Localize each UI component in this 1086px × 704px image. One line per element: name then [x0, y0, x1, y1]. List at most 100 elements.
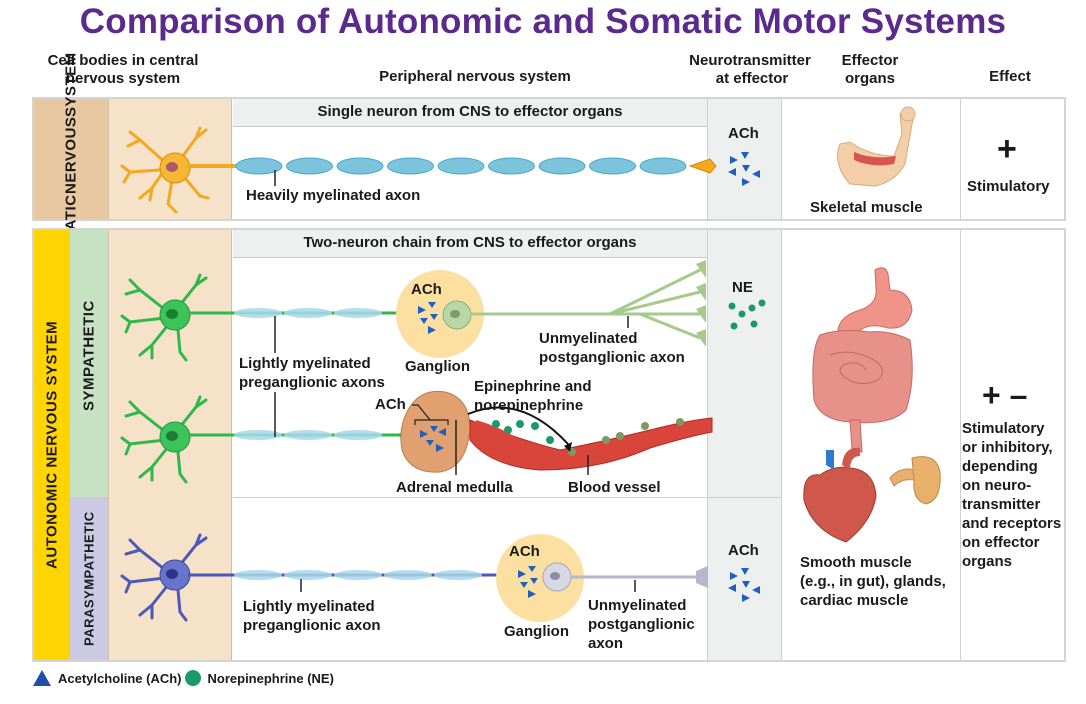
- ach-molecule: [742, 165, 750, 172]
- myelin-sheath: [437, 157, 485, 175]
- header-nt-line2: at effector: [715, 70, 789, 87]
- ach-molecule: [728, 584, 736, 592]
- ach-molecule: [752, 586, 760, 594]
- stimulatory-plus-icon: +: [997, 130, 1017, 168]
- adrenal-medulla-label: Adrenal medulla: [396, 479, 513, 496]
- skeletal-muscle-illustration: [837, 106, 916, 187]
- symp-post-line2: postganglionic axon: [539, 349, 685, 366]
- ne-molecule: [728, 302, 736, 310]
- parasymp-pre-line1: Lightly myelinated: [243, 598, 375, 615]
- somatic-axon-terminal: [688, 158, 717, 174]
- ne-molecule: [748, 304, 756, 312]
- ne-molecule: [730, 322, 738, 330]
- visceral-organs-illustration: [803, 267, 941, 543]
- parasympathetic-neuron: [120, 533, 516, 622]
- sympathetic-ganglion: [396, 270, 484, 358]
- sympathetic-neuron-1: [120, 273, 418, 362]
- ne-molecule: [750, 320, 758, 328]
- header-nt-line1: Neurotransmitter: [689, 52, 811, 69]
- autonomic-effector-label: Smooth muscle (e.g., in gut), glands, ca…: [800, 553, 946, 610]
- autonomic-divider: [960, 230, 961, 660]
- symp-post-terminals: [696, 260, 706, 347]
- myelin-sheath: [336, 157, 384, 175]
- rectum: [849, 419, 863, 453]
- somatic-nucleus: [166, 162, 178, 172]
- adrenal-ach-label: ACh: [375, 396, 406, 413]
- ach-molecule: [728, 168, 736, 176]
- biceps-muscle: [854, 152, 896, 166]
- autonomic-effect-line: on effector: [962, 534, 1040, 551]
- legend: Acetylcholine (ACh) Norepinephrine (NE): [32, 669, 334, 687]
- somatic-divider: [960, 99, 961, 219]
- parasymp-post-line1: Unmyelinated: [588, 597, 687, 614]
- stimulatory-inhibitory-icon: + –: [982, 377, 1028, 413]
- somatic-nt-cell: [707, 99, 782, 219]
- ne-molecule: [758, 299, 766, 307]
- parasymp-pre-line2: preganglionic axon: [243, 617, 381, 634]
- symp-post-line1: Unmyelinated: [539, 330, 638, 347]
- autonomic-effect-line: Stimulatory: [962, 420, 1045, 437]
- somatic-row: [32, 97, 1066, 221]
- intestines: [812, 330, 913, 424]
- parasymp-postganglionic-label: Unmyelinated postganglionic axon: [588, 596, 695, 653]
- parasymp-ach-molecules: [728, 568, 760, 602]
- ach-molecule: [741, 152, 749, 159]
- symp-postganglionic-label: Unmyelinated postganglionic axon: [539, 329, 685, 367]
- adrenal-medulla-illustration: [400, 390, 471, 473]
- ne-molecules: [728, 299, 766, 330]
- myelin-sheath: [286, 157, 333, 175]
- parasymp-post-line3: axon: [588, 635, 624, 652]
- ach-legend-icon: [33, 670, 51, 686]
- parasymp-ganglion-label: Ganglion: [504, 623, 569, 640]
- symp-ganglion-label: Ganglion: [405, 358, 470, 375]
- symp-ganglion-ach: [418, 302, 438, 334]
- header-cell-bodies-line1: Cell bodies in central: [47, 52, 199, 69]
- heart-vessels: [826, 450, 834, 470]
- symp-pre-line1: Lightly myelinated: [239, 355, 371, 372]
- heart: [803, 466, 877, 543]
- autonomic-effector-line3: cardiac muscle: [800, 592, 909, 609]
- parasymp-preganglionic-label: Lightly myelinated preganglionic axon: [243, 597, 381, 635]
- myelin-sheath: [235, 157, 283, 175]
- hormone-label: Epinephrine and norepinephrine: [474, 377, 592, 415]
- blood-vessel-illustration: [469, 417, 713, 471]
- autonomic-effect-line: organs: [962, 553, 1013, 570]
- ne-molecule: [738, 310, 746, 318]
- ne-legend-icon: [184, 670, 201, 686]
- hormone-line1: Epinephrine and: [474, 378, 592, 395]
- autonomic-row: [32, 228, 1066, 662]
- autonomic-effector-line2: (e.g., in gut), glands,: [800, 573, 946, 590]
- symp-ganglion-ach-label: ACh: [411, 281, 442, 298]
- autonomic-effect-line: on neuro-: [962, 477, 1032, 494]
- ach-molecule: [742, 581, 750, 588]
- somatic-axon-label: Heavily myelinated axon: [246, 187, 421, 204]
- hormone-release-arrow: [467, 406, 569, 445]
- autonomic-band: Two-neuron chain from CNS to effector or…: [233, 230, 707, 258]
- ne-legend-label: Norepinephrine (NE): [207, 670, 334, 686]
- parasympathetic-ganglion: [496, 534, 584, 622]
- ach-molecule: [741, 568, 749, 575]
- ach-molecule: [730, 572, 738, 580]
- autonomic-effect-line: and receptors: [962, 515, 1062, 532]
- symp-pre-line2: preganglionic axons: [239, 374, 385, 391]
- parasymp-ganglion-ach-label: ACh: [509, 543, 540, 560]
- header-peripheral: Peripheral nervous system: [379, 68, 571, 85]
- autonomic-effect-line: transmitter: [962, 496, 1041, 513]
- header-effector-line1: Effector: [841, 52, 899, 69]
- somatic-effect-label: Stimulatory: [967, 178, 1050, 195]
- symp-preganglionic-label: Lightly myelinated preganglionic axons: [239, 354, 385, 392]
- symp-nucleus-1: [166, 309, 178, 319]
- somatic-band: Single neuron from CNS to effector organ…: [233, 99, 707, 127]
- ach-molecule: [752, 170, 760, 178]
- stomach: [837, 267, 913, 336]
- myelin-sheath: [589, 157, 636, 175]
- somatic-ach-molecules: [728, 152, 760, 186]
- header-cell-bodies: Cell bodies in central nervous system: [18, 52, 228, 88]
- fist: [900, 106, 916, 122]
- hormone-line2: norepinephrine: [474, 397, 584, 414]
- ach-molecule: [742, 178, 750, 186]
- header-effector: Effector organs: [828, 52, 912, 88]
